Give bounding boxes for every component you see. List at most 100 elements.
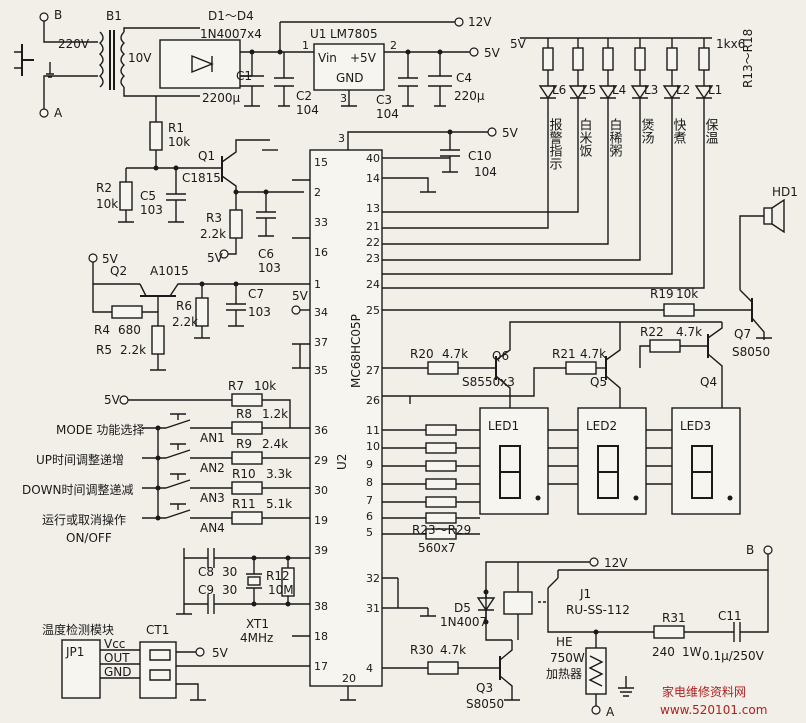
an2-label: AN2 [200,461,225,475]
pin-22: 22 [366,236,380,249]
ct1-label: CT1 [146,623,169,637]
led1-label: LED1 [488,419,519,433]
l3-label: L3 [644,83,658,97]
gnd-label: GND [336,71,364,85]
pin-25: 25 [366,304,380,317]
d1d4-label: D1～D4 [208,9,254,23]
pin-34: 34 [314,306,328,319]
u1-pin2: 2 [390,39,397,52]
q7-label: Q7 [734,327,751,341]
zero-cross-section: R1 10k R2 10k C5 103 Q1 C1815 R3 2.2k 5V… [96,96,304,275]
pin-9: 9 [366,458,373,471]
r31-label: R31 [662,611,686,625]
pin-7: 7 [366,494,373,507]
run-button-label: 运行或取消操作 [42,512,126,527]
led-5v-label: 5V [510,37,527,51]
r4-label: R4 [94,323,110,337]
l3-function-text: 煲汤 [639,117,655,144]
q1-label: Q1 [198,149,215,163]
out-label: OUT [104,651,130,665]
pin-4: 4 [366,662,373,675]
terminal-b-label: B [54,8,62,22]
r13-r18-label: R13～R18 [741,29,755,88]
watermark-text: 家电维修资料网 [662,684,746,699]
c3-value: 104 [376,107,399,121]
r20-value: 4.7k [442,347,468,361]
mode-button[interactable] [158,413,310,435]
r20-label: R20 [410,347,434,361]
r22-value: 4.7k [676,325,702,339]
pin-3: 3 [338,132,345,145]
u1-part-label: LM7805 [330,27,378,41]
r21-value: 4.7k [580,347,606,361]
pin-39: 39 [314,544,328,557]
c10-5v-label: 5V [502,126,519,140]
he-power-label: 750W [550,651,585,665]
regulator-u1: 12V U1 LM7805 Vin +5V GND 1 2 3 5V [277,15,501,107]
up-button[interactable] [158,443,310,465]
down-button[interactable] [158,473,310,495]
r2-label: R2 [96,181,112,195]
reset-section: 5V Q2 A1015 R4 680 R5 2.2k R6 2.2k C7 10… [88,252,310,371]
l6-function-text: 报警指示 [547,118,563,170]
r7-label: R7 [228,379,244,393]
pin-17: 17 [314,660,328,673]
r31-power: 1W [682,645,702,659]
c7-value: 103 [248,305,271,319]
jp1-label: JP1 [65,645,84,659]
c1-label: C1 [236,69,252,83]
pin-1: 1 [314,278,321,291]
r31-value: 240 [652,645,675,659]
c10-section: 5V C10 104 [382,126,519,193]
r3-label: R3 [206,211,222,225]
pin-13: 13 [366,202,380,215]
r2-value: 10k [96,197,118,211]
pin-15: 15 [314,156,328,169]
pin-6: 6 [366,510,373,523]
r9-value: 2.4k [262,437,288,451]
pin-27: 27 [366,364,380,377]
b1-label: B1 [106,9,122,23]
r1-label: R1 [168,121,184,135]
pin-14: 14 [366,172,380,185]
r6-label: R6 [176,299,192,313]
q5-label: Q5 [590,375,607,389]
relay-driver: R30 4.7k Q3 S8050 [382,640,520,711]
run-button[interactable] [158,503,310,525]
pin34-5v-label: 5V [292,289,309,303]
an4-label: AN4 [200,521,225,535]
r30-label: R30 [410,643,434,657]
r8-label: R8 [236,407,252,421]
u1-label: U1 [310,27,326,41]
pin-37: 37 [314,336,328,349]
neutral-a-label: A [606,705,615,719]
r22-label: R22 [640,325,664,339]
an3-label: AN3 [200,491,225,505]
c2-label: C2 [296,89,312,103]
r8-value: 1.2k [262,407,288,421]
seven-seg-displays: LED1 LED2 LED3 [479,407,741,515]
transformer-b1: B1 10V [98,9,200,97]
r9-label: R9 [236,437,252,451]
onoff-label: ON/OFF [66,531,112,545]
l4-label: L4 [612,83,626,97]
oscillator: C8 30 C9 30 R12 10M XT1 4MHz [176,548,310,645]
l4-function-text: 白稀粥 [607,117,623,157]
pin-23: 23 [366,252,380,265]
temp-module-label: 温度检测模块 [42,622,114,637]
out-12v-label: 12V [468,15,492,29]
pin-26: 26 [366,394,380,407]
filter-caps: C1 2200μ C2 104 C3 104 C4 220μ [202,49,485,121]
pin-31: 31 [366,602,380,615]
heater-label: 加热器 [546,667,582,681]
r23-r29-label: R23～R29 [412,523,471,537]
d5-label: D5 [454,601,471,615]
pin-11: 11 [366,424,380,437]
l5-label: L5 [582,83,596,97]
pin-8: 8 [366,476,373,489]
u1-pin1: 1 [302,39,309,52]
pin-21: 21 [366,220,380,233]
pin-30: 30 [314,484,328,497]
r6-value: 2.2k [172,315,198,329]
